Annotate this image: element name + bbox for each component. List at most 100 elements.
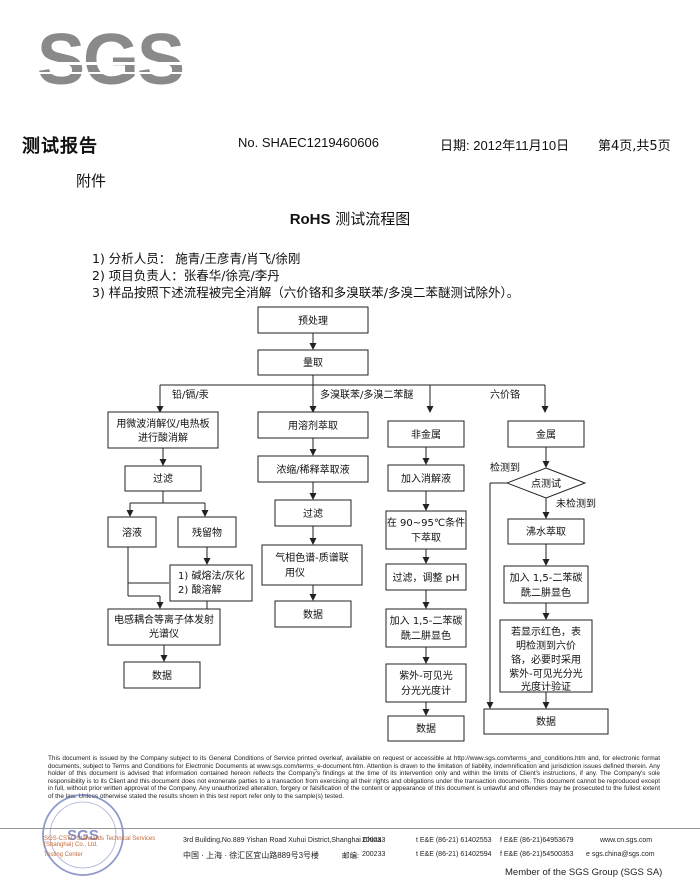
- icp-box: [107, 608, 221, 646]
- flowchart-title: RoHS 测试流程图: [0, 208, 700, 229]
- rohs-flowchart: 预处理 量取 铅/镉/汞 多溴联苯/多溴二苯醚 六价铬 用微波消解仪/电热板 进…: [0, 300, 700, 745]
- footer-company-en: SGS-CSTC Standards Technical Services (S…: [44, 836, 156, 848]
- add-dpc-line2: 酰二肼显色: [401, 629, 451, 642]
- pretreatment-label: 预处理: [298, 315, 328, 327]
- metal-label: 金属: [536, 428, 556, 441]
- footer-address-cn: 中国 · 上海 · 徐汇区宜山路889号3号楼: [183, 851, 320, 860]
- flowchart-title-bold: RoHS: [289, 211, 331, 228]
- filter-label-2: 过滤: [303, 507, 323, 520]
- branch-metals-label: 铅/镉/汞: [172, 388, 209, 401]
- fusion-line1: 1) 碱熔法/灰化: [178, 569, 245, 582]
- data-box-2: [274, 600, 352, 628]
- solvent-extraction-box: [257, 411, 369, 439]
- pretreatment-box: [257, 306, 369, 334]
- not-detected-label: 未检测到: [556, 497, 596, 510]
- manager-line: 2) 项目负责人：张春华/徐亮/李丹: [92, 268, 280, 283]
- icp-line1: 电感耦合等离子体发射: [114, 613, 214, 626]
- data-label-2: 数据: [303, 608, 323, 621]
- report-title: 测试报告: [22, 136, 98, 157]
- microwave-line2: 进行酸消解: [138, 431, 188, 444]
- filter-ph-box: [385, 563, 467, 591]
- footer-zip-cn: 200233: [362, 851, 386, 858]
- data-box-4: [483, 708, 609, 735]
- filter-ph-label: 过滤，调整 pH: [392, 571, 459, 584]
- filter-label-1: 过滤: [153, 472, 173, 485]
- sgs-logo: SGS: [30, 22, 190, 100]
- concentrate-label: 浓缩/稀释萃取液: [276, 463, 349, 476]
- microwave-line1: 用微波消解仪/电热板: [116, 417, 209, 430]
- company-seal-stamp: SGS: [42, 794, 124, 876]
- analyst-line: 1) 分析人员： 施青/王彦青/肖飞/徐刚: [92, 251, 301, 266]
- footer-zip-en: 200233: [362, 837, 386, 844]
- footer-divider: [0, 828, 700, 829]
- svg-text:SGS: SGS: [37, 22, 183, 100]
- footer-email: e sgs.china@sgs.com: [586, 851, 655, 858]
- data-label-1: 数据: [152, 669, 172, 682]
- data-box-1: [123, 661, 201, 689]
- solution-box: [107, 516, 157, 548]
- uv-line1: 紫外-可见光: [399, 669, 453, 682]
- data-label-3: 数据: [416, 722, 436, 735]
- nonmetal-label: 非金属: [411, 428, 441, 441]
- icp-line2: 光谱仪: [149, 627, 179, 640]
- add-dpc-box-2: [503, 565, 589, 604]
- fusion-line2: 2) 酸溶解: [178, 583, 221, 596]
- metal-box: [507, 420, 585, 448]
- footer-tel-cn: t E&E (86-21) 61402594: [416, 851, 492, 858]
- confirm-line1: 若显示红色，表: [511, 625, 581, 638]
- add-dpc-line1: 加入 1,5-二苯碳: [390, 614, 463, 627]
- fusion-box: [169, 564, 253, 602]
- filter-box-1: [124, 465, 202, 492]
- branch-pbb-label: 多溴联苯/多溴二苯醚: [320, 388, 413, 401]
- solvent-extraction-label: 用溶剂萃取: [288, 419, 338, 432]
- add-dpc2-line2: 酰二肼显色: [521, 586, 571, 599]
- concentrate-box: [257, 455, 369, 483]
- solution-label: 溶液: [122, 526, 142, 539]
- footer-address-en: 3rd Building,No.889 Yishan Road Xuhui Di…: [183, 837, 382, 844]
- residue-box: [177, 516, 237, 548]
- attachment-label: 附件: [76, 172, 107, 190]
- footer-fax-en: f E&E (86-21)64953679: [500, 837, 574, 844]
- heat-line2: 下萃取: [411, 532, 441, 544]
- residue-label: 残留物: [192, 526, 222, 539]
- footer-zip-label-cn: 邮编:: [342, 851, 360, 860]
- data-box-3: [387, 715, 465, 742]
- heat-extract-box: [385, 510, 467, 550]
- add-dpc2-line1: 加入 1,5-二苯碳: [510, 571, 583, 584]
- uv-line2: 分光光度计: [401, 684, 451, 697]
- page-indicator: 第4页,共5页: [598, 139, 671, 154]
- footer-lab-en: Testing Center: [44, 852, 83, 858]
- report-date: 日期: 2012年11月10日: [440, 138, 570, 153]
- procedure-line: 3) 样品按照下述流程被完全消解（六价铬和多溴联苯/多溴二苯醚测试除外）。: [92, 285, 520, 300]
- report-number: No. SHAEC1219460606: [238, 135, 379, 150]
- spot-test-label: 点测试: [531, 477, 561, 490]
- gcms-box: [261, 544, 363, 586]
- boil-extract-label: 沸水萃取: [526, 525, 566, 538]
- footer-tel-en: t E&E (86-21) 61402553: [416, 837, 492, 844]
- gcms-line2: 用仪: [285, 567, 305, 579]
- flowchart-title-rest: 测试流程图: [330, 210, 411, 228]
- weigh-label: 量取: [303, 357, 323, 369]
- filter-box-2: [274, 499, 352, 527]
- boil-extract-box: [507, 518, 585, 545]
- svg-text:SGS: SGS: [67, 827, 99, 844]
- confirm-line3: 铬，必要时采用: [511, 653, 581, 666]
- add-dpc-box: [385, 608, 467, 648]
- add-digest-box: [387, 464, 465, 492]
- confirm-box: [499, 619, 593, 693]
- footer-fax-cn: f E&E (86-21)54500353: [500, 851, 574, 858]
- confirm-line5: 光度计验证: [521, 680, 571, 693]
- branch-cr-label: 六价铬: [490, 388, 520, 401]
- sgs-group-member: Member of the SGS Group (SGS SA): [505, 867, 663, 878]
- add-digest-label: 加入消解液: [401, 472, 451, 485]
- detected-label: 检测到: [490, 461, 520, 474]
- footer-website: www.cn.sgs.com: [600, 837, 653, 844]
- gcms-line1: 气相色谱-质谱联: [275, 551, 349, 564]
- flowchart-svg: 预处理 量取 铅/镉/汞 多溴联苯/多溴二苯醚 六价铬 用微波消解仪/电热板 进…: [107, 306, 609, 742]
- legal-disclaimer: This document is issued by the Company s…: [48, 755, 660, 800]
- confirm-line4: 紫外-可见光分光: [509, 667, 583, 680]
- data-label-4: 数据: [536, 715, 556, 728]
- uv-vis-box: [385, 663, 467, 703]
- heat-line1: 在 90~95℃条件: [387, 516, 465, 529]
- weigh-box: [257, 349, 369, 376]
